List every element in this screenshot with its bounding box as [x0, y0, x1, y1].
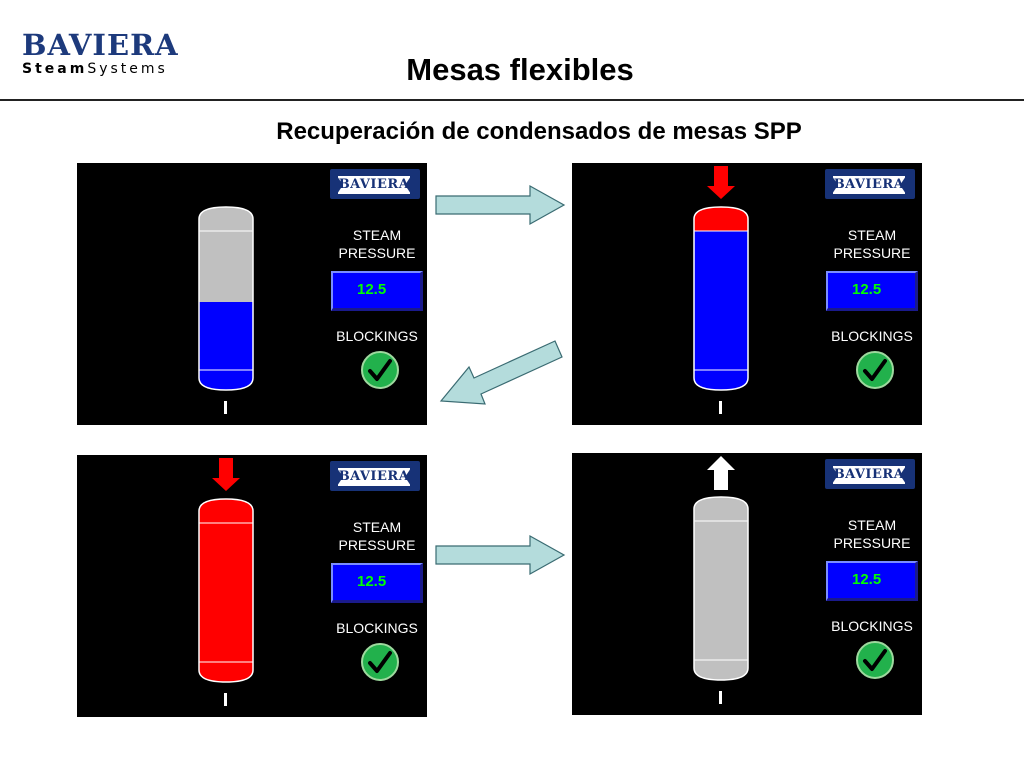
- logo-wordmark: BAVIERA: [22, 28, 179, 62]
- arrow-down-icon: [707, 166, 735, 199]
- blockings-label: BLOCKINGS: [336, 328, 418, 344]
- tank-graphic: [693, 456, 749, 704]
- drain-pipe: [719, 401, 722, 414]
- tank-outline: [693, 206, 749, 391]
- tank-steam-fill: [199, 499, 253, 682]
- flow-arrow-right-bottom: [435, 534, 566, 576]
- tank-graphic: [198, 458, 254, 706]
- logo-tagline-rest: Systems: [87, 61, 168, 77]
- page-title: Mesas flexibles: [406, 52, 634, 87]
- tank-gray-zone: [199, 207, 253, 231]
- blockings-label: BLOCKINGS: [336, 620, 418, 636]
- flow-arrow-right-top: [435, 184, 566, 226]
- tank-liquid: [199, 302, 253, 370]
- header-divider: [0, 99, 1024, 101]
- tank-top-steam: [694, 207, 748, 231]
- steam-pressure-value[interactable]: 12.5: [331, 563, 423, 603]
- drain-pipe: [224, 401, 227, 414]
- steam-pressure-value[interactable]: 12.5: [826, 561, 918, 601]
- baviera-logo: BAVIERA SteamSystems: [22, 30, 192, 77]
- checkmark-icon[interactable]: [855, 640, 895, 680]
- tank-outline: [693, 496, 749, 681]
- tank-empty-fill: [694, 497, 748, 680]
- checkmark-icon[interactable]: [360, 642, 400, 682]
- tank-liquid: [694, 231, 748, 370]
- baviera-badge: BAVIERA: [330, 169, 420, 199]
- steam-pressure-value[interactable]: 12.5: [826, 271, 918, 311]
- tank-outline: [198, 206, 254, 391]
- logo-tagline: SteamSystems: [22, 61, 192, 77]
- drain-pipe: [224, 693, 227, 706]
- tank-bottom-cap: [694, 370, 748, 390]
- blockings-label: BLOCKINGS: [831, 328, 913, 344]
- arrow-down-icon: [212, 458, 240, 491]
- blockings-label: BLOCKINGS: [831, 618, 913, 634]
- flow-arrow-diagonal: [439, 340, 563, 405]
- tank-outline: [198, 498, 254, 683]
- baviera-badge: BAVIERA: [330, 461, 420, 491]
- arrow-up-icon: [707, 456, 735, 490]
- steam-pressure-value[interactable]: 12.5: [331, 271, 423, 311]
- tank-graphic: [693, 166, 749, 414]
- logo-tagline-bold: Steam: [22, 61, 88, 77]
- tank-graphic: [198, 206, 254, 414]
- drain-pipe: [719, 691, 722, 704]
- baviera-badge: BAVIERA: [825, 459, 915, 489]
- tank-gray-body: [199, 231, 253, 302]
- checkmark-icon[interactable]: [855, 350, 895, 390]
- baviera-badge: BAVIERA: [825, 169, 915, 199]
- tank-bottom-cap: [199, 370, 253, 390]
- checkmark-icon[interactable]: [360, 350, 400, 390]
- page-subtitle: Recuperación de condensados de mesas SPP: [276, 118, 802, 145]
